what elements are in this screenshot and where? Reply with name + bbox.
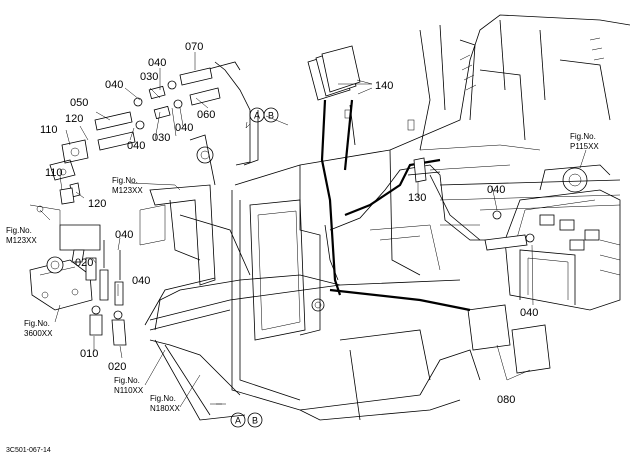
- leader-lines: [39, 52, 587, 408]
- heater-unit-drawing: [504, 164, 621, 311]
- label-040-a[interactable]: 040: [148, 57, 166, 69]
- label-110-b[interactable]: 110: [45, 167, 63, 179]
- connector-b-bottom: B: [252, 416, 258, 426]
- figref-m123-upper-line2: M123XX: [112, 186, 143, 195]
- label-080[interactable]: 080: [497, 394, 515, 406]
- part-labels: 070 040 030 040 050 040 060 120 110 040 …: [40, 41, 538, 406]
- connector-a-bottom-circle: [230, 412, 246, 428]
- figref-n110-line2: N110XX: [114, 386, 144, 395]
- label-030-b[interactable]: 030: [152, 132, 170, 144]
- connector-b-bottom-circle: [247, 412, 263, 428]
- figref-m123-left[interactable]: Fig.No. M123XX: [6, 226, 37, 245]
- label-110-a[interactable]: 110: [40, 124, 58, 136]
- connector-ref-top: A B: [249, 107, 279, 123]
- label-020-b[interactable]: 020: [108, 361, 126, 373]
- bracket-assembly-drawing: [29, 134, 251, 286]
- figref-m123-left-line1: Fig.No.: [6, 226, 32, 235]
- figref-n180-line2: N180XX: [150, 404, 180, 413]
- figref-m123-upper-line1: Fig.No.: [112, 176, 138, 185]
- label-040-c[interactable]: 040: [175, 122, 193, 134]
- label-020-a[interactable]: 020: [75, 257, 93, 269]
- label-040-d[interactable]: 040: [127, 140, 145, 152]
- label-040-e[interactable]: 040: [115, 229, 133, 241]
- figref-3600-line2: 3600XX: [24, 329, 53, 338]
- label-120-a[interactable]: 120: [65, 113, 83, 125]
- label-130[interactable]: 130: [408, 192, 426, 204]
- filter-140-drawing: [307, 45, 361, 101]
- label-040-b[interactable]: 040: [105, 79, 123, 91]
- hose-kit-drawing: [49, 61, 241, 205]
- figref-n180[interactable]: Fig.No. N180XX: [150, 394, 180, 413]
- connector-a-top: A: [254, 111, 260, 121]
- valve-block-drawing: [29, 240, 127, 346]
- figref-3600-line1: Fig.No.: [24, 319, 50, 328]
- label-120-b[interactable]: 120: [88, 198, 106, 210]
- connector-a-bottom: A: [235, 416, 241, 426]
- figref-m123-left-line2: M123XX: [6, 236, 37, 245]
- figref-p115-line2: P115XX: [570, 142, 599, 151]
- label-010[interactable]: 010: [80, 348, 98, 360]
- figref-3600[interactable]: Fig.No. 3600XX: [24, 319, 53, 338]
- label-140[interactable]: 140: [375, 80, 393, 92]
- label-030-a[interactable]: 030: [140, 71, 158, 83]
- connector-ref-bottom: A B: [230, 412, 263, 428]
- figref-n110-line1: Fig.No.: [114, 376, 140, 385]
- connector-b-top-circle: [263, 107, 279, 123]
- label-040-h[interactable]: 040: [520, 307, 538, 319]
- cab-frame-drawing: [149, 14, 630, 421]
- figure-references: Fig.No. M123XX Fig.No. M123XX Fig.No. 36…: [6, 132, 599, 413]
- connector-b-top: B: [268, 111, 274, 121]
- label-060[interactable]: 060: [197, 109, 215, 121]
- figref-n110[interactable]: Fig.No. N110XX: [114, 376, 144, 395]
- label-070[interactable]: 070: [185, 41, 203, 53]
- figref-m123-upper[interactable]: Fig.No. M123XX: [112, 176, 143, 195]
- label-050[interactable]: 050: [70, 97, 88, 109]
- label-040-g[interactable]: 040: [487, 184, 505, 196]
- drawing-code: 3C501-067-14: [6, 447, 51, 454]
- figref-n180-line1: Fig.No.: [150, 394, 176, 403]
- figref-p115[interactable]: Fig.No. P115XX: [570, 132, 599, 151]
- filter-080-drawing: [467, 304, 551, 374]
- label-040-f[interactable]: 040: [132, 275, 150, 287]
- heater-hoses: [144, 61, 535, 396]
- figref-p115-line1: Fig.No.: [570, 132, 596, 141]
